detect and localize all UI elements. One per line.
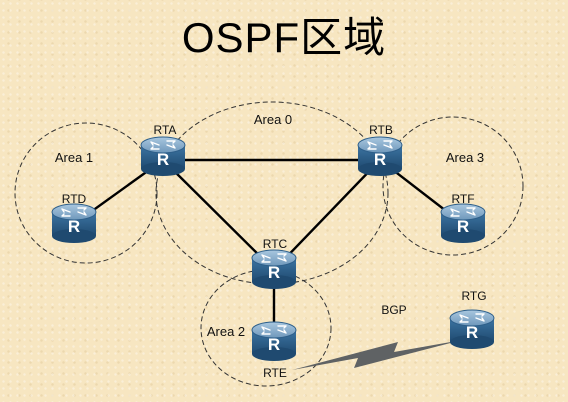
router-rtc[interactable] (251, 249, 297, 290)
router-label-rtd: RTD (62, 192, 87, 206)
area-label-0: Area 0 (254, 112, 292, 127)
router-label-rta: RTA (154, 123, 177, 137)
router-rta[interactable] (140, 136, 186, 177)
router-rte[interactable] (251, 321, 297, 362)
router-label-rtg: RTG (461, 289, 486, 303)
area-label-3: Area 3 (446, 150, 484, 165)
router-rtd[interactable] (51, 203, 97, 244)
link-rtb-rtc (272, 158, 382, 272)
router-label-rtf: RTF (451, 192, 474, 206)
router-label-rtb: RTB (369, 123, 393, 137)
area-label-2: Area 2 (207, 324, 245, 339)
router-rtf[interactable] (440, 203, 486, 244)
bgp-link (292, 340, 462, 370)
router-label-rte: RTE (263, 366, 287, 380)
router-rtb[interactable] (357, 136, 403, 177)
router-label-rtc: RTC (263, 237, 288, 251)
link-rta-rtc (161, 158, 276, 272)
page-title: OSPF区域 (181, 14, 387, 61)
router-rtg[interactable] (449, 309, 495, 350)
area-label-1: Area 1 (55, 150, 93, 165)
area3-boundary (382, 116, 524, 256)
area1-boundary (14, 122, 158, 264)
bgp-label: BGP (381, 303, 406, 317)
